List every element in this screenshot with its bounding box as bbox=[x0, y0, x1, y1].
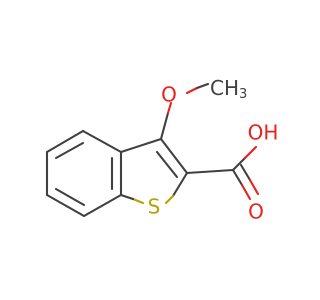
bond-carboxyl-co-1-black bbox=[231, 168, 244, 187]
bond-carboxyl-oh-black bbox=[231, 156, 247, 172]
bond-thiophene-c3a-c3 bbox=[119, 137, 163, 154]
bond-carboxyl-co-1-red bbox=[240, 183, 252, 201]
bond-c3-o-red bbox=[166, 101, 173, 115]
bond-ring-1 bbox=[45, 129, 85, 154]
bond-o-methyl bbox=[195, 82, 210, 90]
hydroxyl-label: OH bbox=[248, 121, 279, 145]
sulfur-label: S bbox=[148, 195, 161, 219]
bond-carboxyl-co-2-red bbox=[248, 178, 260, 196]
methyl-group-label: CH3 bbox=[210, 76, 247, 102]
bond-thiophene-c3-c2 bbox=[159, 137, 189, 175]
bond-ring-inner-3 bbox=[54, 187, 86, 207]
bond-thiophene-c7a-s bbox=[119, 193, 135, 201]
bond-carboxyl-co-2-black bbox=[239, 163, 252, 182]
bond-thiophene-c2-s-left bbox=[171, 171, 189, 198]
bond-o-methyl-red bbox=[185, 86, 199, 95]
bond-ring-2 bbox=[81, 129, 123, 154]
bond-thiophene-s-right bbox=[164, 194, 175, 205]
molecule-canvas: O CH3 OH O S bbox=[45, 75, 279, 224]
carbonyl-oxygen-label: O bbox=[248, 200, 264, 224]
bond-c3-o bbox=[159, 111, 170, 141]
methyl-subscript: 3 bbox=[239, 87, 247, 102]
bond-ring-inner-1 bbox=[54, 141, 85, 160]
bond-thiophene-s-left bbox=[131, 197, 145, 205]
methoxy-oxygen-label: O bbox=[161, 83, 177, 107]
methyl-label: CH bbox=[210, 76, 239, 100]
bond-ring-5 bbox=[45, 193, 86, 218]
bond-ring-4 bbox=[82, 193, 123, 218]
bond-c2-carboxyl bbox=[185, 168, 235, 175]
bond-thiophene-c3-c2-double bbox=[155, 150, 179, 179]
molecule-structure: O CH3 OH O S bbox=[45, 76, 279, 224]
bond-carboxyl-oh-red bbox=[243, 145, 258, 160]
